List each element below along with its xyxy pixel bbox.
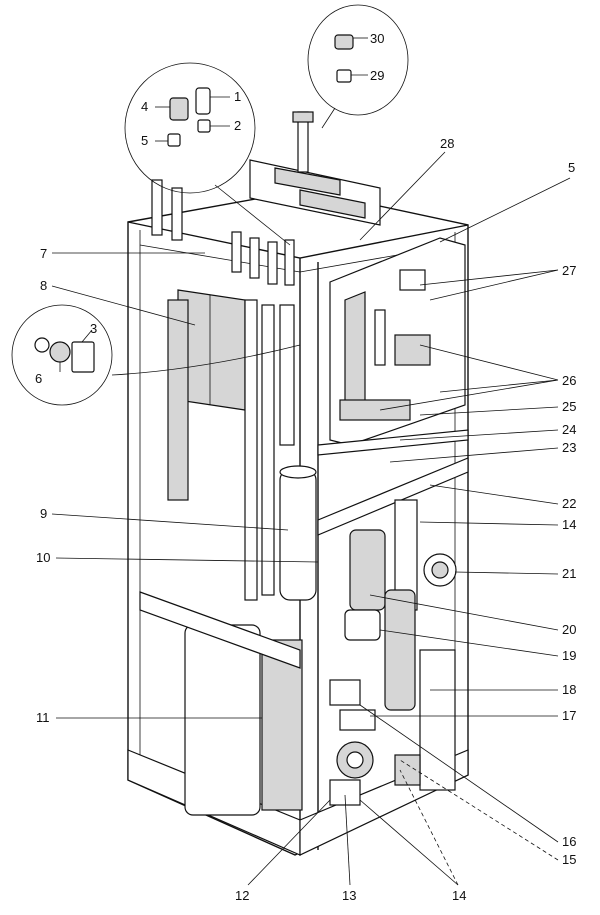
heater-cylinder (279, 465, 317, 601)
top-connection-box (151, 111, 381, 286)
callout-12: 12 (235, 888, 249, 903)
callouts-right: 28 5 27 26 25 24 23 22 14 21 20 19 18 17… (359, 136, 576, 867)
hot-water-tank (184, 624, 303, 816)
callout-7: 7 (40, 246, 47, 261)
callout-25: 25 (562, 399, 576, 414)
callout-21: 21 (562, 566, 576, 581)
callout-20: 20 (562, 622, 576, 637)
callout-13: 13 (342, 888, 356, 903)
callout-9: 9 (40, 506, 47, 521)
callout-11: 11 (36, 710, 50, 725)
detail-circle-top-left: 1 2 4 5 (124, 62, 291, 246)
detail-circle-left: 3 6 (11, 304, 301, 406)
callouts-left: 7 8 9 10 11 12 13 14 (36, 246, 466, 903)
callout-28: 28 (440, 136, 454, 151)
callout-3: 3 (90, 321, 97, 336)
callout-14-bottom: 14 (452, 888, 466, 903)
callout-22: 22 (562, 496, 576, 511)
callout-5-right: 5 (568, 160, 575, 175)
callout-2: 2 (234, 118, 241, 133)
mounting-rail (139, 591, 301, 669)
callout-23: 23 (562, 440, 576, 455)
control-board (329, 237, 466, 446)
callout-8: 8 (40, 278, 47, 293)
callout-16: 16 (562, 834, 576, 849)
left-pipes (167, 299, 295, 601)
callout-5-top: 5 (141, 133, 148, 148)
callout-27: 27 (562, 263, 576, 278)
callout-15: 15 (562, 852, 576, 867)
callout-6: 6 (35, 371, 42, 386)
callout-30: 30 (370, 31, 384, 46)
callout-14-right: 14 (562, 517, 576, 532)
cross-rails (317, 429, 469, 536)
callout-4: 4 (141, 99, 148, 114)
callout-24: 24 (562, 422, 576, 437)
callout-17: 17 (562, 708, 576, 723)
callout-10: 10 (36, 550, 50, 565)
callout-18: 18 (562, 682, 576, 697)
callout-19: 19 (562, 648, 576, 663)
callout-29: 29 (370, 68, 384, 83)
callout-26: 26 (562, 373, 576, 388)
detail-circle-top-right: 30 29 (307, 4, 409, 129)
callout-1: 1 (234, 89, 241, 104)
